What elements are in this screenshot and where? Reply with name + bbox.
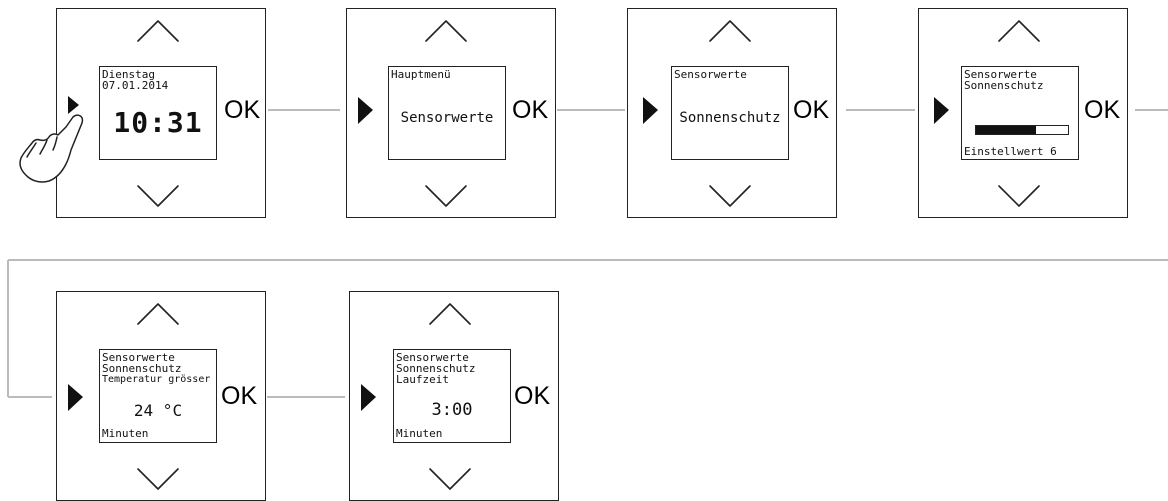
setting-progress-fill xyxy=(976,126,1036,134)
lcd-line: Sensorwerte xyxy=(964,68,1037,81)
ok-button[interactable]: OK xyxy=(224,96,261,124)
lcd-screen-step-1 xyxy=(99,66,217,160)
lcd-menu-item: Sensorwerte xyxy=(400,110,494,126)
lcd-line: Hauptmenü xyxy=(391,68,451,81)
lcd-line: Laufzeit xyxy=(396,373,449,386)
lcd-line: Temperatur grösser xyxy=(102,374,211,385)
lcd-line: Sensorwerte xyxy=(674,68,747,81)
lcd-clock: 10:31 xyxy=(113,106,203,139)
lcd-line: Sonnenschutz xyxy=(964,79,1044,92)
lcd-line: Dienstag xyxy=(102,68,155,81)
lcd-value: 3:00 xyxy=(431,400,473,420)
lcd-screen-step-2 xyxy=(388,66,506,160)
setting-progress-bar xyxy=(975,125,1069,135)
lcd-value: 24 °C xyxy=(133,401,183,420)
lcd-line: 07.01.2014 xyxy=(102,79,169,92)
lcd-menu-item: Sonnenschutz xyxy=(679,110,781,126)
lcd-line: Sonnenschutz xyxy=(396,362,476,375)
lcd-line: Sonnenschutz xyxy=(102,362,182,375)
lcd-screen-step-6 xyxy=(393,349,511,443)
ok-button[interactable]: OK xyxy=(793,96,830,124)
ok-button[interactable]: OK xyxy=(512,96,549,124)
lcd-screen-step-3 xyxy=(671,66,789,160)
lcd-line: Sensorwerte xyxy=(396,351,469,364)
lcd-line: Minuten xyxy=(102,427,149,440)
lcd-line: Sensorwerte xyxy=(102,351,175,364)
lcd-line: Minuten xyxy=(396,427,443,440)
ok-button[interactable]: OK xyxy=(221,382,258,410)
lcd-screen-step-5 xyxy=(99,349,217,443)
lcd-line: Einstellwert 6 xyxy=(964,145,1057,158)
lcd-screen-step-4 xyxy=(961,66,1079,160)
ok-button[interactable]: OK xyxy=(1084,96,1121,124)
ok-button[interactable]: OK xyxy=(514,382,551,410)
